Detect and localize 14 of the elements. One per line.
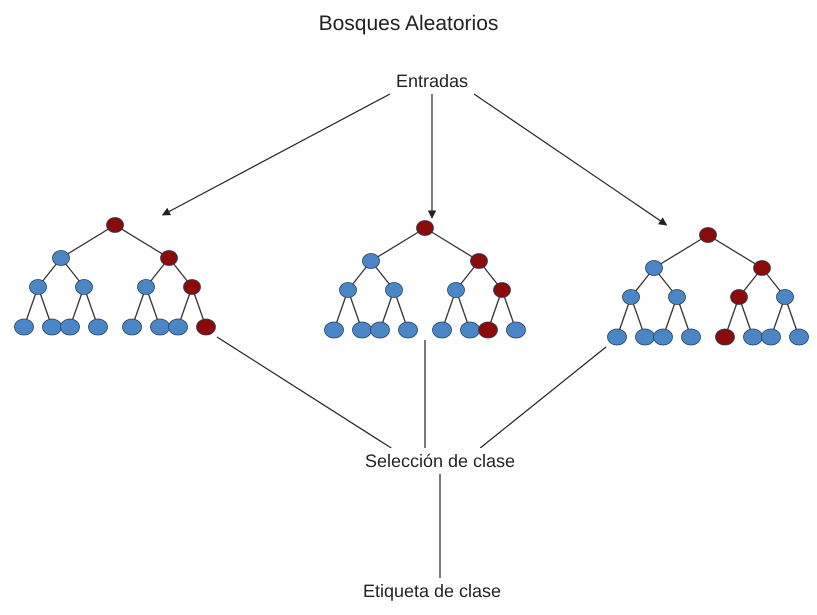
arrow — [162, 93, 390, 216]
node-label: Entradas — [396, 70, 468, 92]
connector-line — [216, 336, 392, 448]
diagram-title: Bosques Aleatorios — [318, 12, 500, 36]
connector-line — [424, 340, 426, 448]
connector-line — [439, 474, 441, 578]
decision-tree-drawing — [13, 215, 217, 337]
arrow — [428, 94, 436, 219]
node-label: Etiqueta de clase — [362, 580, 502, 602]
arrow — [474, 94, 668, 226]
decision-tree-drawing — [323, 218, 527, 340]
connector-line — [480, 346, 606, 448]
decision-tree-drawing — [606, 225, 810, 347]
node-label: Selección de clase — [364, 450, 516, 472]
